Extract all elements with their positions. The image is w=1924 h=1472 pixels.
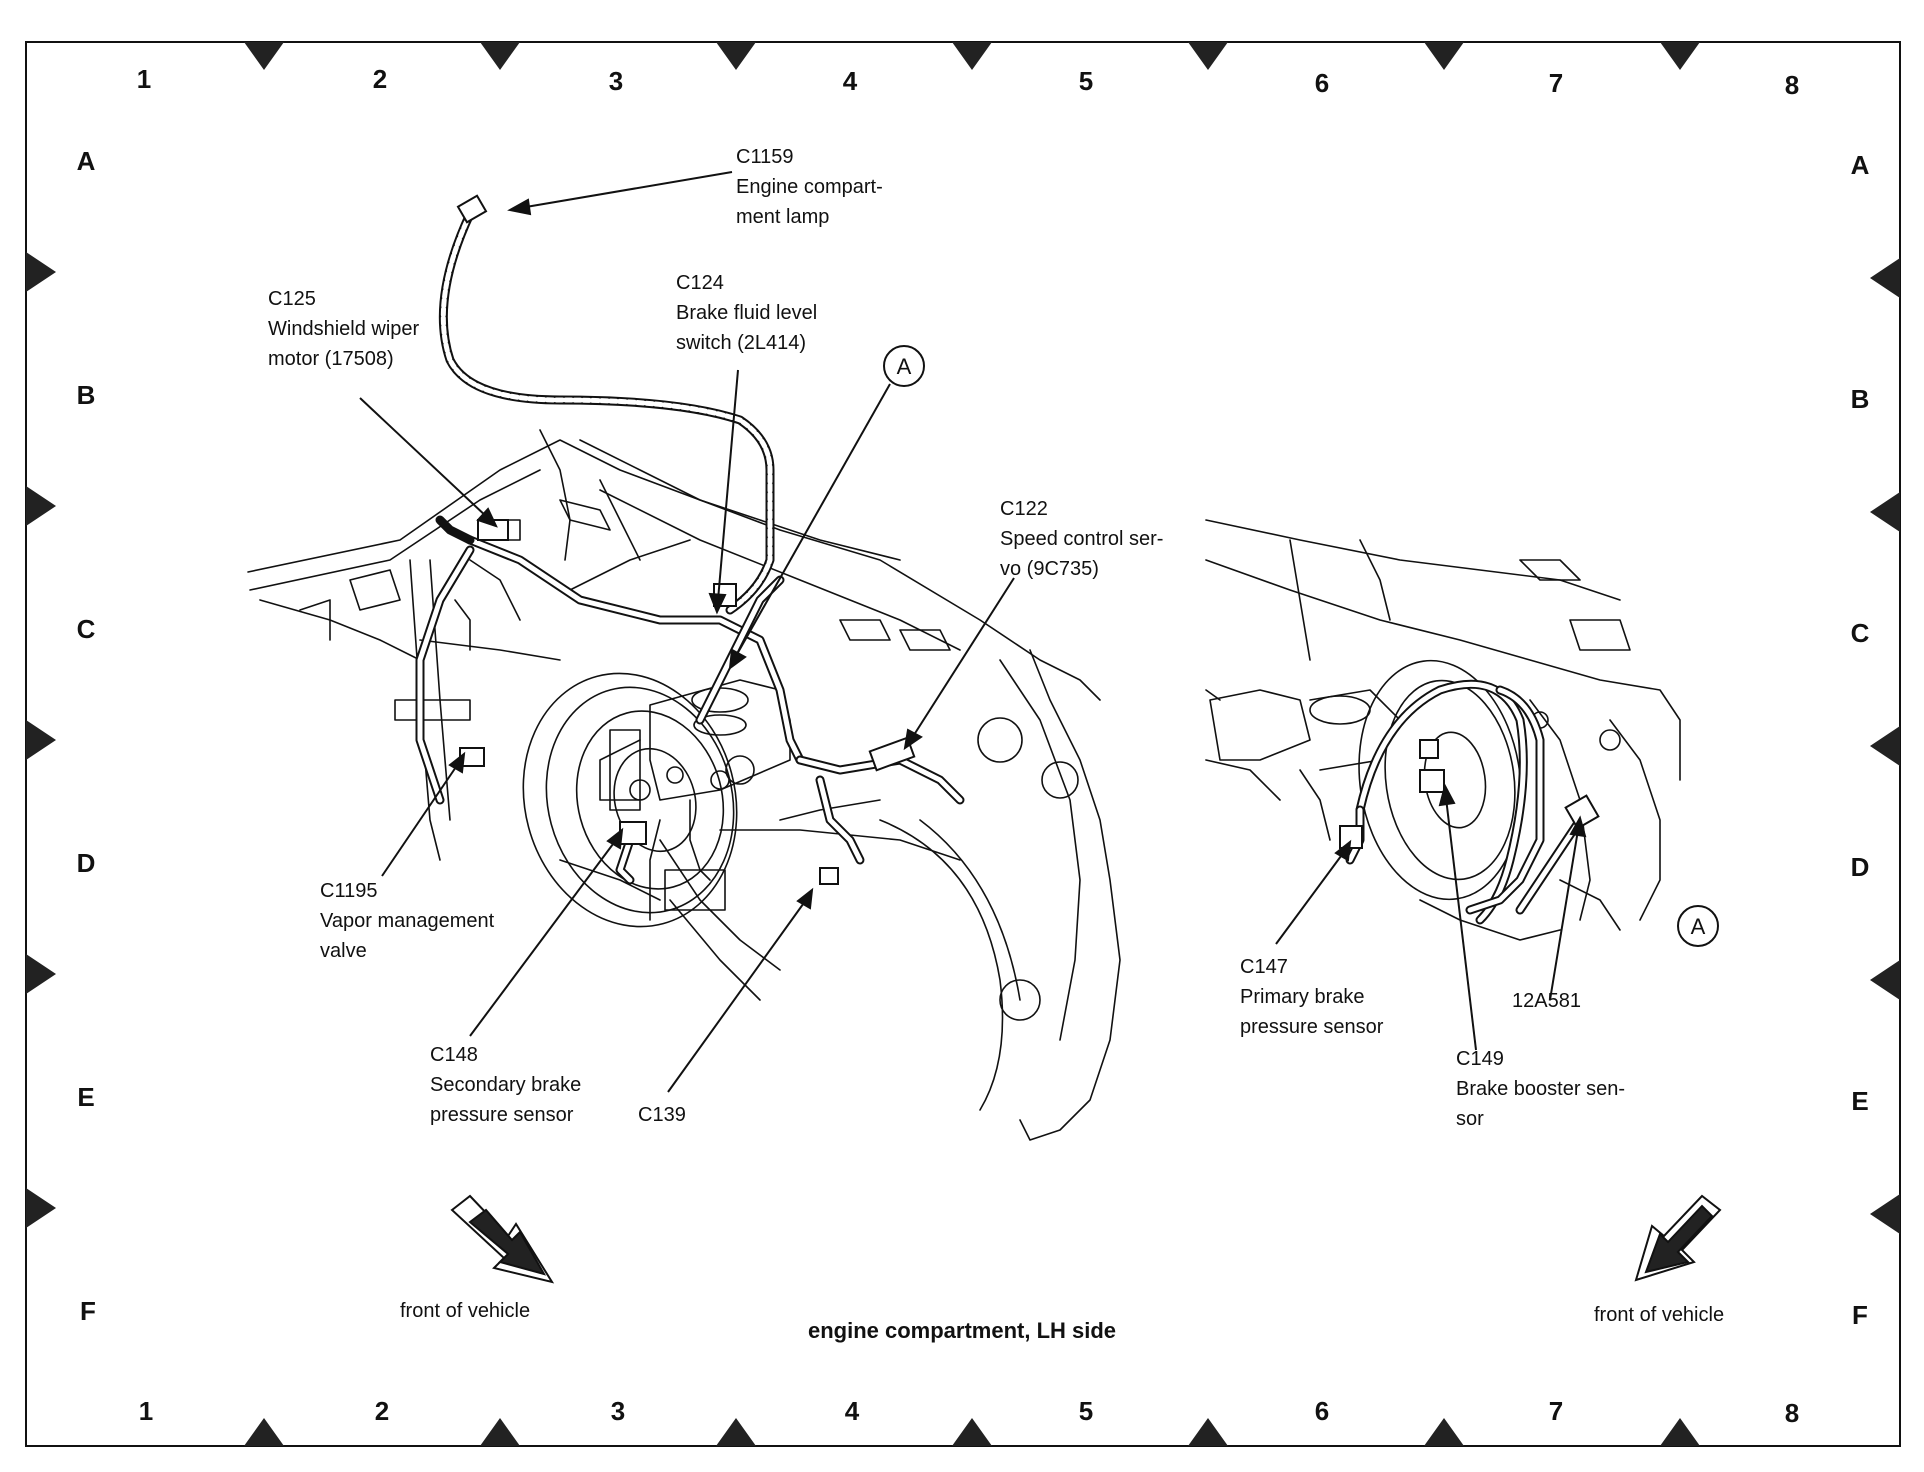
right-grid-markers bbox=[1870, 258, 1900, 1234]
connector-desc-line: Windshield wiper bbox=[268, 318, 420, 340]
connector-desc-line: Engine compart- bbox=[736, 176, 883, 198]
connector-desc-line: switch (2L414) bbox=[676, 332, 807, 354]
connector-desc-line: sor bbox=[1456, 1108, 1484, 1130]
connector-desc-line: Speed control ser- bbox=[1000, 528, 1164, 550]
grid-row-left-f: F bbox=[80, 1296, 96, 1326]
connector-desc-line: ment lamp bbox=[736, 206, 830, 228]
label-c149: C149 Brake booster sen- sor bbox=[1456, 1044, 1625, 1134]
label-c1195: C1195 Vapor management valve bbox=[320, 876, 494, 966]
grid-row-left-e: E bbox=[77, 1082, 95, 1112]
grid-col-top-2: 2 bbox=[372, 64, 388, 94]
grid-col-bottom-8: 8 bbox=[1784, 1398, 1800, 1428]
connector-id: C1195 bbox=[320, 880, 378, 902]
grid-row-right-d: D bbox=[1850, 852, 1870, 882]
connector-id: C139 bbox=[638, 1104, 686, 1126]
grid-col-top-7: 7 bbox=[1548, 68, 1564, 98]
lh-wiring-harness bbox=[415, 209, 965, 885]
connector-desc-line: Brake booster sen- bbox=[1456, 1078, 1625, 1100]
grid-row-right-c: C bbox=[1850, 618, 1870, 648]
bottom-grid-markers bbox=[244, 1418, 1700, 1446]
rh-connectors bbox=[1339, 739, 1600, 849]
label-c124: C124 Brake fluid level switch (2L414) bbox=[676, 268, 817, 358]
connector-id: 12A581 bbox=[1512, 990, 1581, 1012]
front-of-vehicle-label-right: front of vehicle bbox=[1594, 1304, 1725, 1326]
grid-row-right-e: E bbox=[1851, 1086, 1869, 1116]
lh-engine-illustration bbox=[247, 429, 1121, 1141]
grid-col-top-8: 8 bbox=[1784, 70, 1800, 100]
grid-col-top-3: 3 bbox=[608, 66, 624, 96]
connector-id: C148 bbox=[430, 1044, 478, 1066]
grid-col-bottom-2: 2 bbox=[374, 1396, 390, 1426]
leader-arrows bbox=[359, 171, 1587, 1093]
grid-col-bottom-7: 7 bbox=[1548, 1396, 1564, 1426]
connector-id: C125 bbox=[268, 288, 316, 310]
connector-desc-line: Primary brake bbox=[1240, 986, 1365, 1008]
connector-id: C124 bbox=[676, 272, 724, 294]
grid-col-top-6: 6 bbox=[1314, 68, 1330, 98]
label-12a581: 12A581 bbox=[1512, 986, 1581, 1016]
connector-desc-line: vo (9C735) bbox=[1000, 558, 1099, 580]
connector-desc-line: Secondary brake bbox=[430, 1074, 582, 1096]
grid-row-left-a: A bbox=[76, 146, 96, 176]
grid-col-bottom-5: 5 bbox=[1078, 1396, 1094, 1426]
grid-row-left-d: D bbox=[76, 848, 96, 878]
grid-row-right-f: F bbox=[1852, 1300, 1868, 1330]
connector-id: C147 bbox=[1240, 956, 1288, 978]
connector-id: C1159 bbox=[736, 146, 794, 168]
label-c147: C147 Primary brake pressure sensor bbox=[1240, 952, 1383, 1042]
grid-row-left-c: C bbox=[76, 614, 96, 644]
connector-desc-line: valve bbox=[320, 940, 367, 962]
front-arrow-right-icon bbox=[1634, 1194, 1722, 1282]
connector-desc-line: motor (17508) bbox=[268, 348, 394, 370]
grid-col-bottom-3: 3 bbox=[610, 1396, 626, 1426]
callout-a-letter-right: A bbox=[1691, 914, 1706, 939]
connector-desc-line: pressure sensor bbox=[1240, 1016, 1384, 1038]
diagram-title: engine compartment, LH side bbox=[807, 1318, 1117, 1343]
grid-row-right-a: A bbox=[1850, 150, 1870, 180]
top-grid-markers bbox=[244, 42, 1700, 70]
left-grid-markers bbox=[26, 252, 56, 1228]
grid-row-left-b: B bbox=[76, 380, 96, 410]
grid-row-right-b: B bbox=[1850, 384, 1870, 414]
label-c1159: C1159 Engine compart- ment lamp bbox=[736, 142, 883, 232]
label-c122: C122 Speed control ser- vo (9C735) bbox=[1000, 494, 1163, 584]
front-of-vehicle-label-left: front of vehicle bbox=[400, 1300, 531, 1322]
connector-desc-line: pressure sensor bbox=[430, 1104, 574, 1126]
grid-col-top-5: 5 bbox=[1078, 66, 1094, 96]
connector-id: C122 bbox=[1000, 498, 1048, 520]
front-arrow-left-icon bbox=[450, 1194, 555, 1284]
connector-desc-line: Brake fluid level bbox=[676, 302, 818, 324]
label-c125: C125 Windshield wiper motor (17508) bbox=[268, 284, 419, 374]
connector-id: C149 bbox=[1456, 1048, 1504, 1070]
connector-desc-line: Vapor management bbox=[320, 910, 495, 932]
callout-a-letter-left: A bbox=[897, 354, 912, 379]
grid-col-top-4: 4 bbox=[842, 66, 858, 96]
grid-col-bottom-1: 1 bbox=[138, 1396, 154, 1426]
label-c148: C148 Secondary brake pressure sensor bbox=[430, 1040, 581, 1130]
callout-a-circle-right bbox=[1677, 905, 1719, 947]
rh-detail-illustration bbox=[1205, 519, 1681, 941]
grid-col-top-1: 1 bbox=[136, 64, 152, 94]
label-c139: C139 bbox=[638, 1100, 686, 1130]
callout-a-circle-left bbox=[883, 345, 925, 387]
grid-col-bottom-4: 4 bbox=[844, 1396, 860, 1426]
grid-col-bottom-6: 6 bbox=[1314, 1396, 1330, 1426]
